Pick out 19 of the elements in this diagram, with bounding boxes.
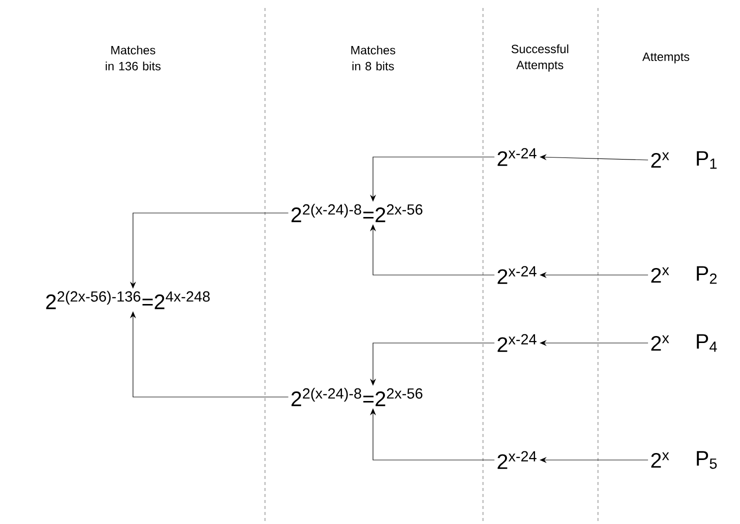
formula-text: 2$^{x-24}$ xyxy=(498,334,536,352)
attempt-label: P$_{5}$ xyxy=(696,451,717,469)
formula-text: 2$^{x-24}$ xyxy=(498,148,536,166)
column-heading: Successful Attempts xyxy=(512,44,568,72)
column-heading: Attempts xyxy=(642,52,690,64)
formula-text: 2$^{2(2x-56)-136}$=2$^{4x-248}$ xyxy=(46,290,210,310)
column-heading: Matches in 8 bits xyxy=(351,46,396,70)
attempt-label: P$_{2}$ xyxy=(696,266,717,284)
formula-text: 2$^{x}$ xyxy=(651,267,670,283)
formula-text: 2$^{x}$ xyxy=(651,335,670,351)
formula-text: 2$^{2(x-24)-8}$=2$^{2x-56}$ xyxy=(292,204,422,222)
formula-text: 2$^{x-24}$ xyxy=(498,451,536,469)
attempt-label: P$_{4}$ xyxy=(696,334,717,352)
formula-text: 2$^{x-24}$ xyxy=(498,266,536,284)
formula-text: 2$^{x}$ xyxy=(651,152,670,168)
attempt-label: P$_{1}$ xyxy=(696,151,717,169)
column-heading: Matches in 136 bits xyxy=(106,46,161,70)
formula-text: 2$^{x}$ xyxy=(651,452,670,468)
formula-text: 2$^{2(x-24)-8}$=2$^{2x-56}$ xyxy=(292,388,422,406)
